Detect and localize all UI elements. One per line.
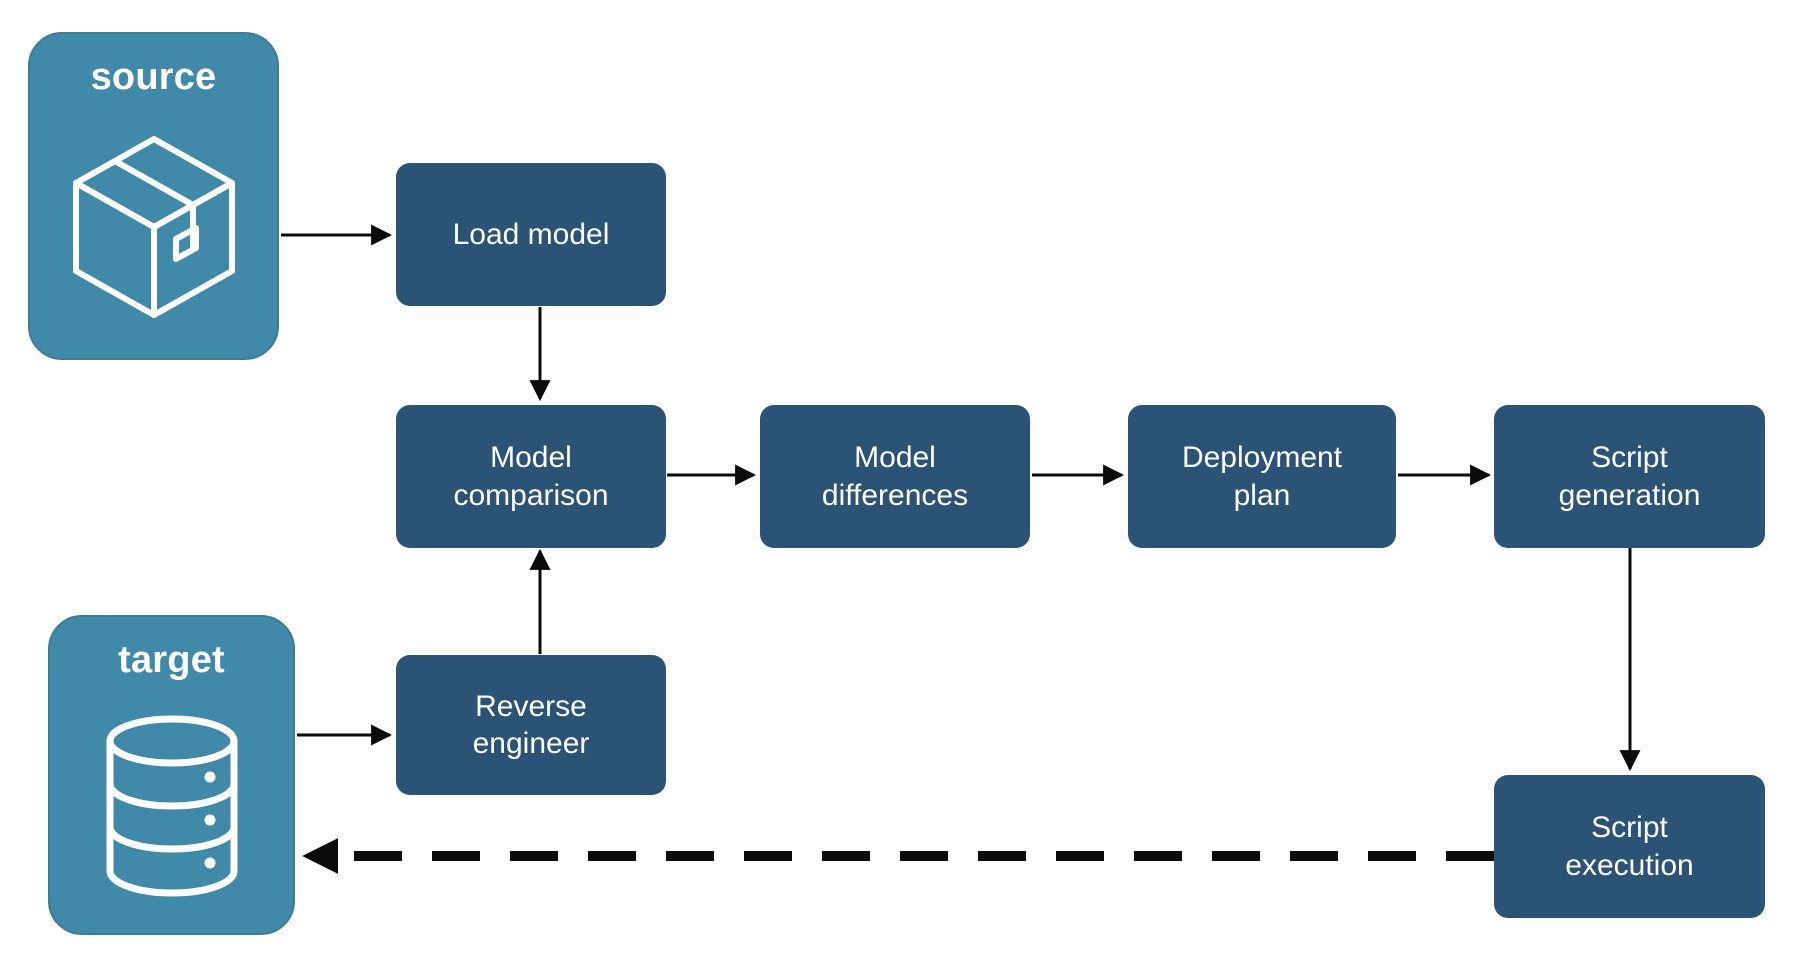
process-script-execution-label: Script execution [1565,811,1694,882]
process-load-model-label: Load model [452,217,610,251]
process-model-differences[interactable]: Model differences [760,405,1030,548]
process-load-model[interactable]: Load model [396,163,666,306]
package-box-icon [30,96,277,358]
database-cylinder-icon [50,679,293,933]
process-deployment-plan[interactable]: Deployment plan [1128,405,1396,548]
process-model-differences-label: Model differences [821,441,969,512]
process-deployment-plan-label: Deployment plan [1181,441,1343,512]
process-script-generation[interactable]: Script generation [1494,405,1765,548]
process-reverse-engineer[interactable]: Reverse engineer [396,655,666,795]
endpoint-source[interactable]: source [28,32,279,360]
process-script-generation-label: Script generation [1558,441,1701,512]
process-model-comparison-label: Model comparison [453,441,609,512]
endpoint-target-label: target [118,639,225,681]
process-model-comparison[interactable]: Model comparison [396,405,666,548]
endpoint-source-label: source [90,56,217,98]
process-reverse-engineer-label: Reverse engineer [472,689,590,761]
endpoint-target[interactable]: target [48,615,295,935]
process-script-execution[interactable]: Script execution [1494,775,1765,918]
